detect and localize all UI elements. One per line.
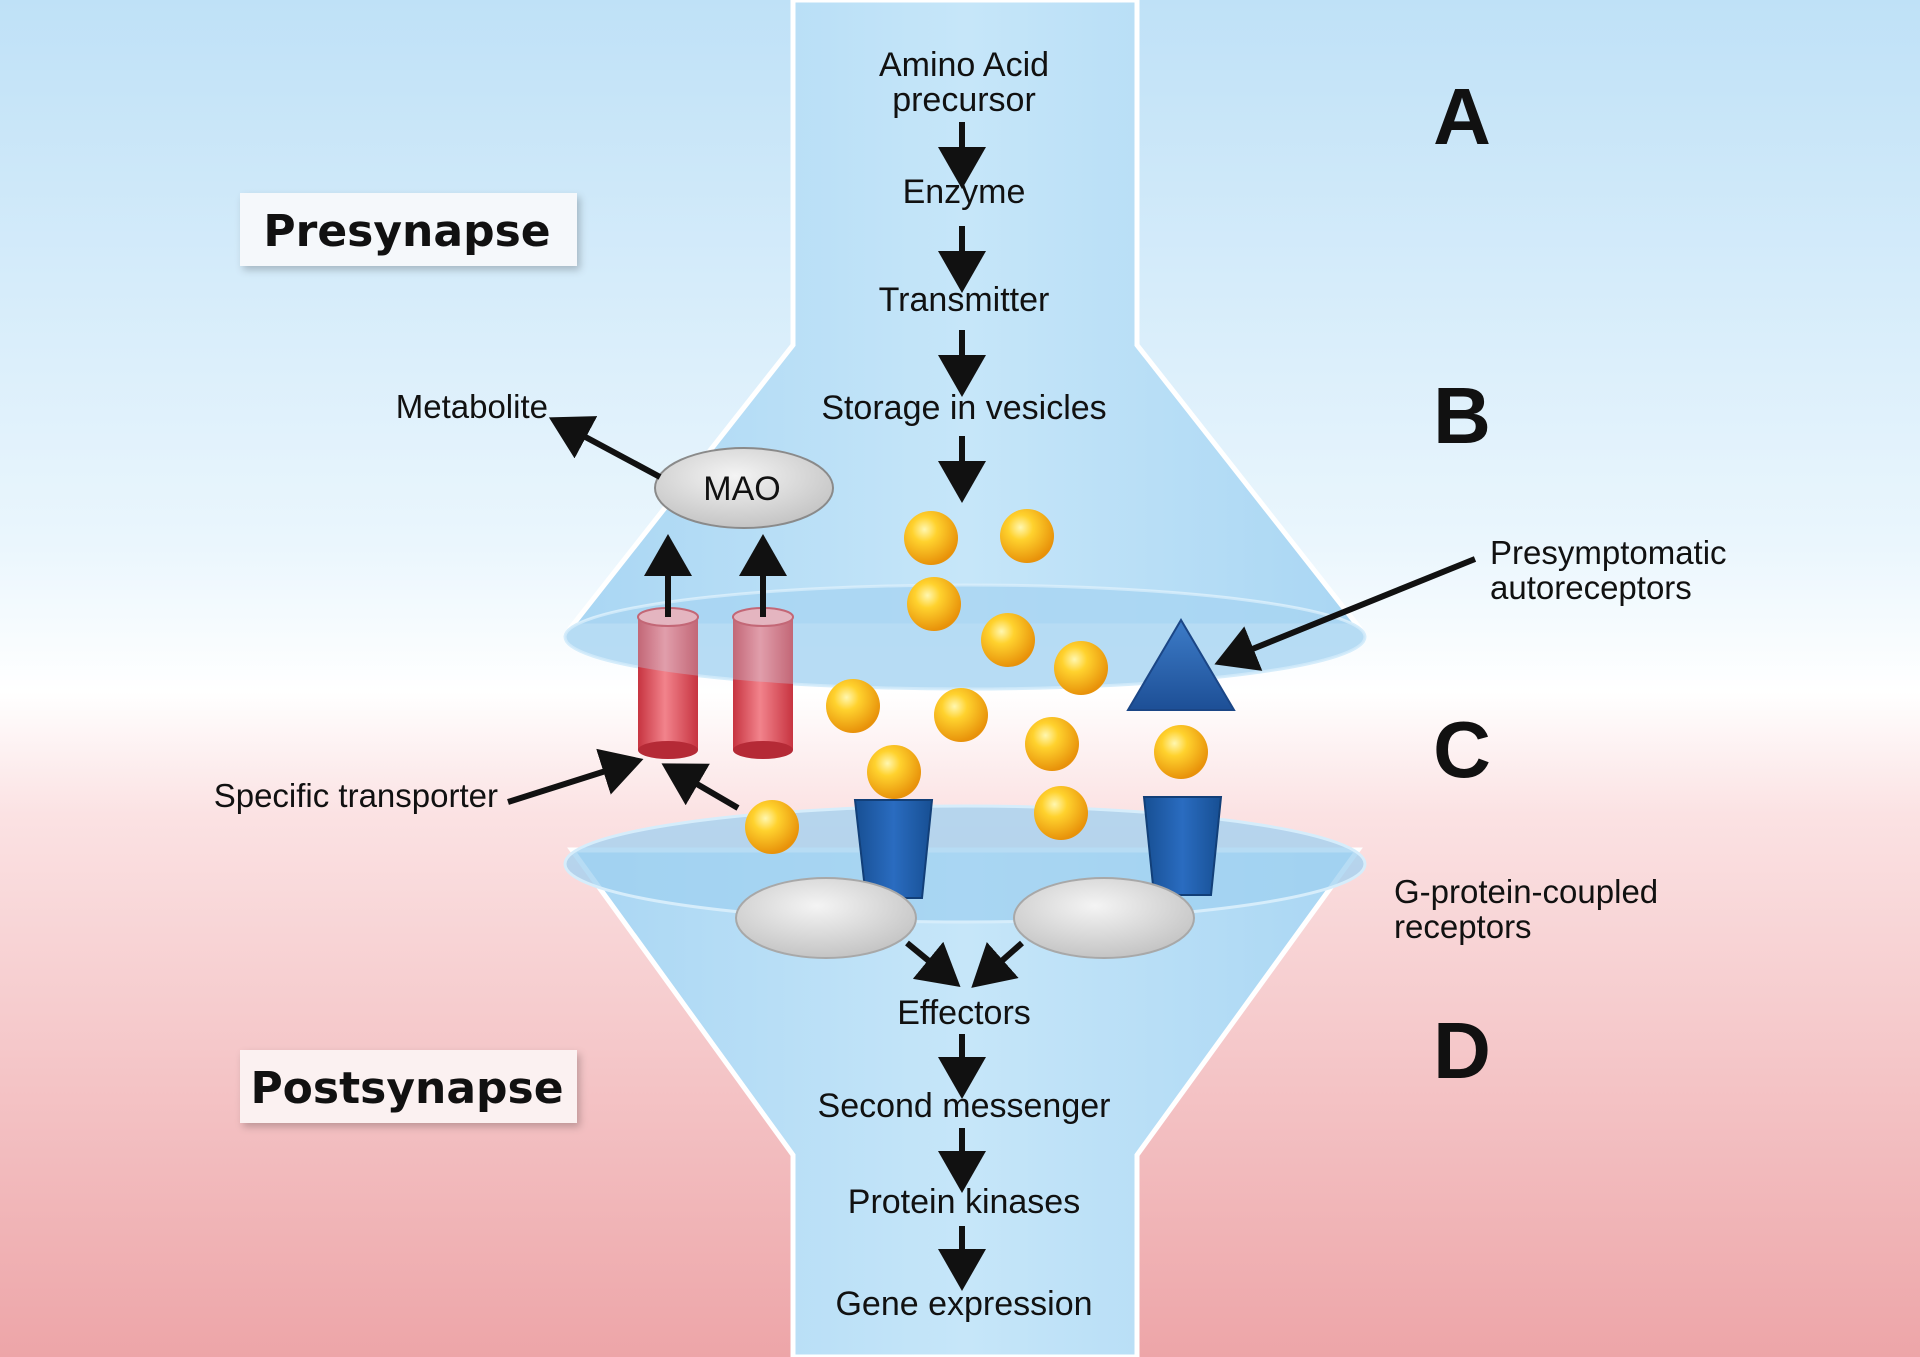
vesicle xyxy=(1025,717,1079,771)
vesicle xyxy=(904,511,958,565)
pathway-step-effectors: Effectors xyxy=(897,994,1031,1032)
vesicle xyxy=(867,745,921,799)
vesicle xyxy=(1054,641,1108,695)
gpcr-label-line1: G-protein-coupled xyxy=(1394,873,1658,910)
stage-letter-a: A xyxy=(1433,72,1491,161)
pathway-step-storage: Storage in vesicles xyxy=(821,389,1106,427)
vesicle xyxy=(1154,725,1208,779)
arrow-mao-to-metabolite xyxy=(548,416,662,480)
postsynapse-box xyxy=(240,1050,577,1123)
effector-disc xyxy=(1013,877,1195,959)
transporter-label: Specific transporter xyxy=(214,777,498,814)
metabolite-label: Metabolite xyxy=(396,388,548,425)
postsynapse-label: Postsynapse xyxy=(250,1063,563,1114)
arrow-receptor-to-effectors xyxy=(971,940,1024,988)
effector-disc xyxy=(735,877,917,959)
stage-letter-c: C xyxy=(1433,705,1491,794)
autoreceptor-triangle xyxy=(1126,618,1236,711)
autoreceptors-label-line1: Presymptomatic xyxy=(1490,534,1727,571)
pathway-step-amino-acid: Amino Acid xyxy=(879,46,1049,84)
gpcr-receptor xyxy=(853,799,934,899)
transporter-cylinder xyxy=(637,607,699,759)
pathway-step-gene-expression: Gene expression xyxy=(835,1285,1092,1323)
vesicle xyxy=(1034,786,1088,840)
presynapse-box xyxy=(240,193,577,266)
mao-label: MAO xyxy=(703,470,780,508)
pathway-step-transmitter: Transmitter xyxy=(879,281,1050,319)
autoreceptors-label-line2: autoreceptors xyxy=(1490,569,1692,606)
stage-letter-d: D xyxy=(1433,1006,1491,1095)
vesicle xyxy=(981,613,1035,667)
presynaptic-membrane-overlay xyxy=(565,585,1365,689)
vesicle xyxy=(826,679,880,733)
arrow-transporter-pointer xyxy=(507,748,644,805)
vesicle xyxy=(907,577,961,631)
vesicle xyxy=(745,800,799,854)
pathway-step-protein-kinases: Protein kinases xyxy=(848,1183,1080,1221)
pathway-step-second-messenger: Second messenger xyxy=(818,1087,1111,1125)
gpcr-label-line2: receptors xyxy=(1394,908,1532,945)
postsynaptic-terminal xyxy=(567,847,1363,1357)
pathway-step-enzyme: Enzyme xyxy=(903,173,1026,211)
presynapse-label: Presynapse xyxy=(263,206,550,257)
pathway-step-precursor: precursor xyxy=(892,81,1036,119)
arrow-autoreceptor-pointer xyxy=(1214,556,1477,671)
vesicle xyxy=(1000,509,1054,563)
gpcr-receptor xyxy=(1142,796,1223,896)
mao-enzyme xyxy=(654,447,834,529)
vesicle xyxy=(934,688,988,742)
postsynaptic-membrane xyxy=(563,804,1367,924)
stage-letter-b: B xyxy=(1433,371,1491,460)
arrow-receptor-to-effectors xyxy=(905,940,961,987)
arrow-reuptake xyxy=(661,763,740,811)
vesicles xyxy=(745,509,1208,854)
